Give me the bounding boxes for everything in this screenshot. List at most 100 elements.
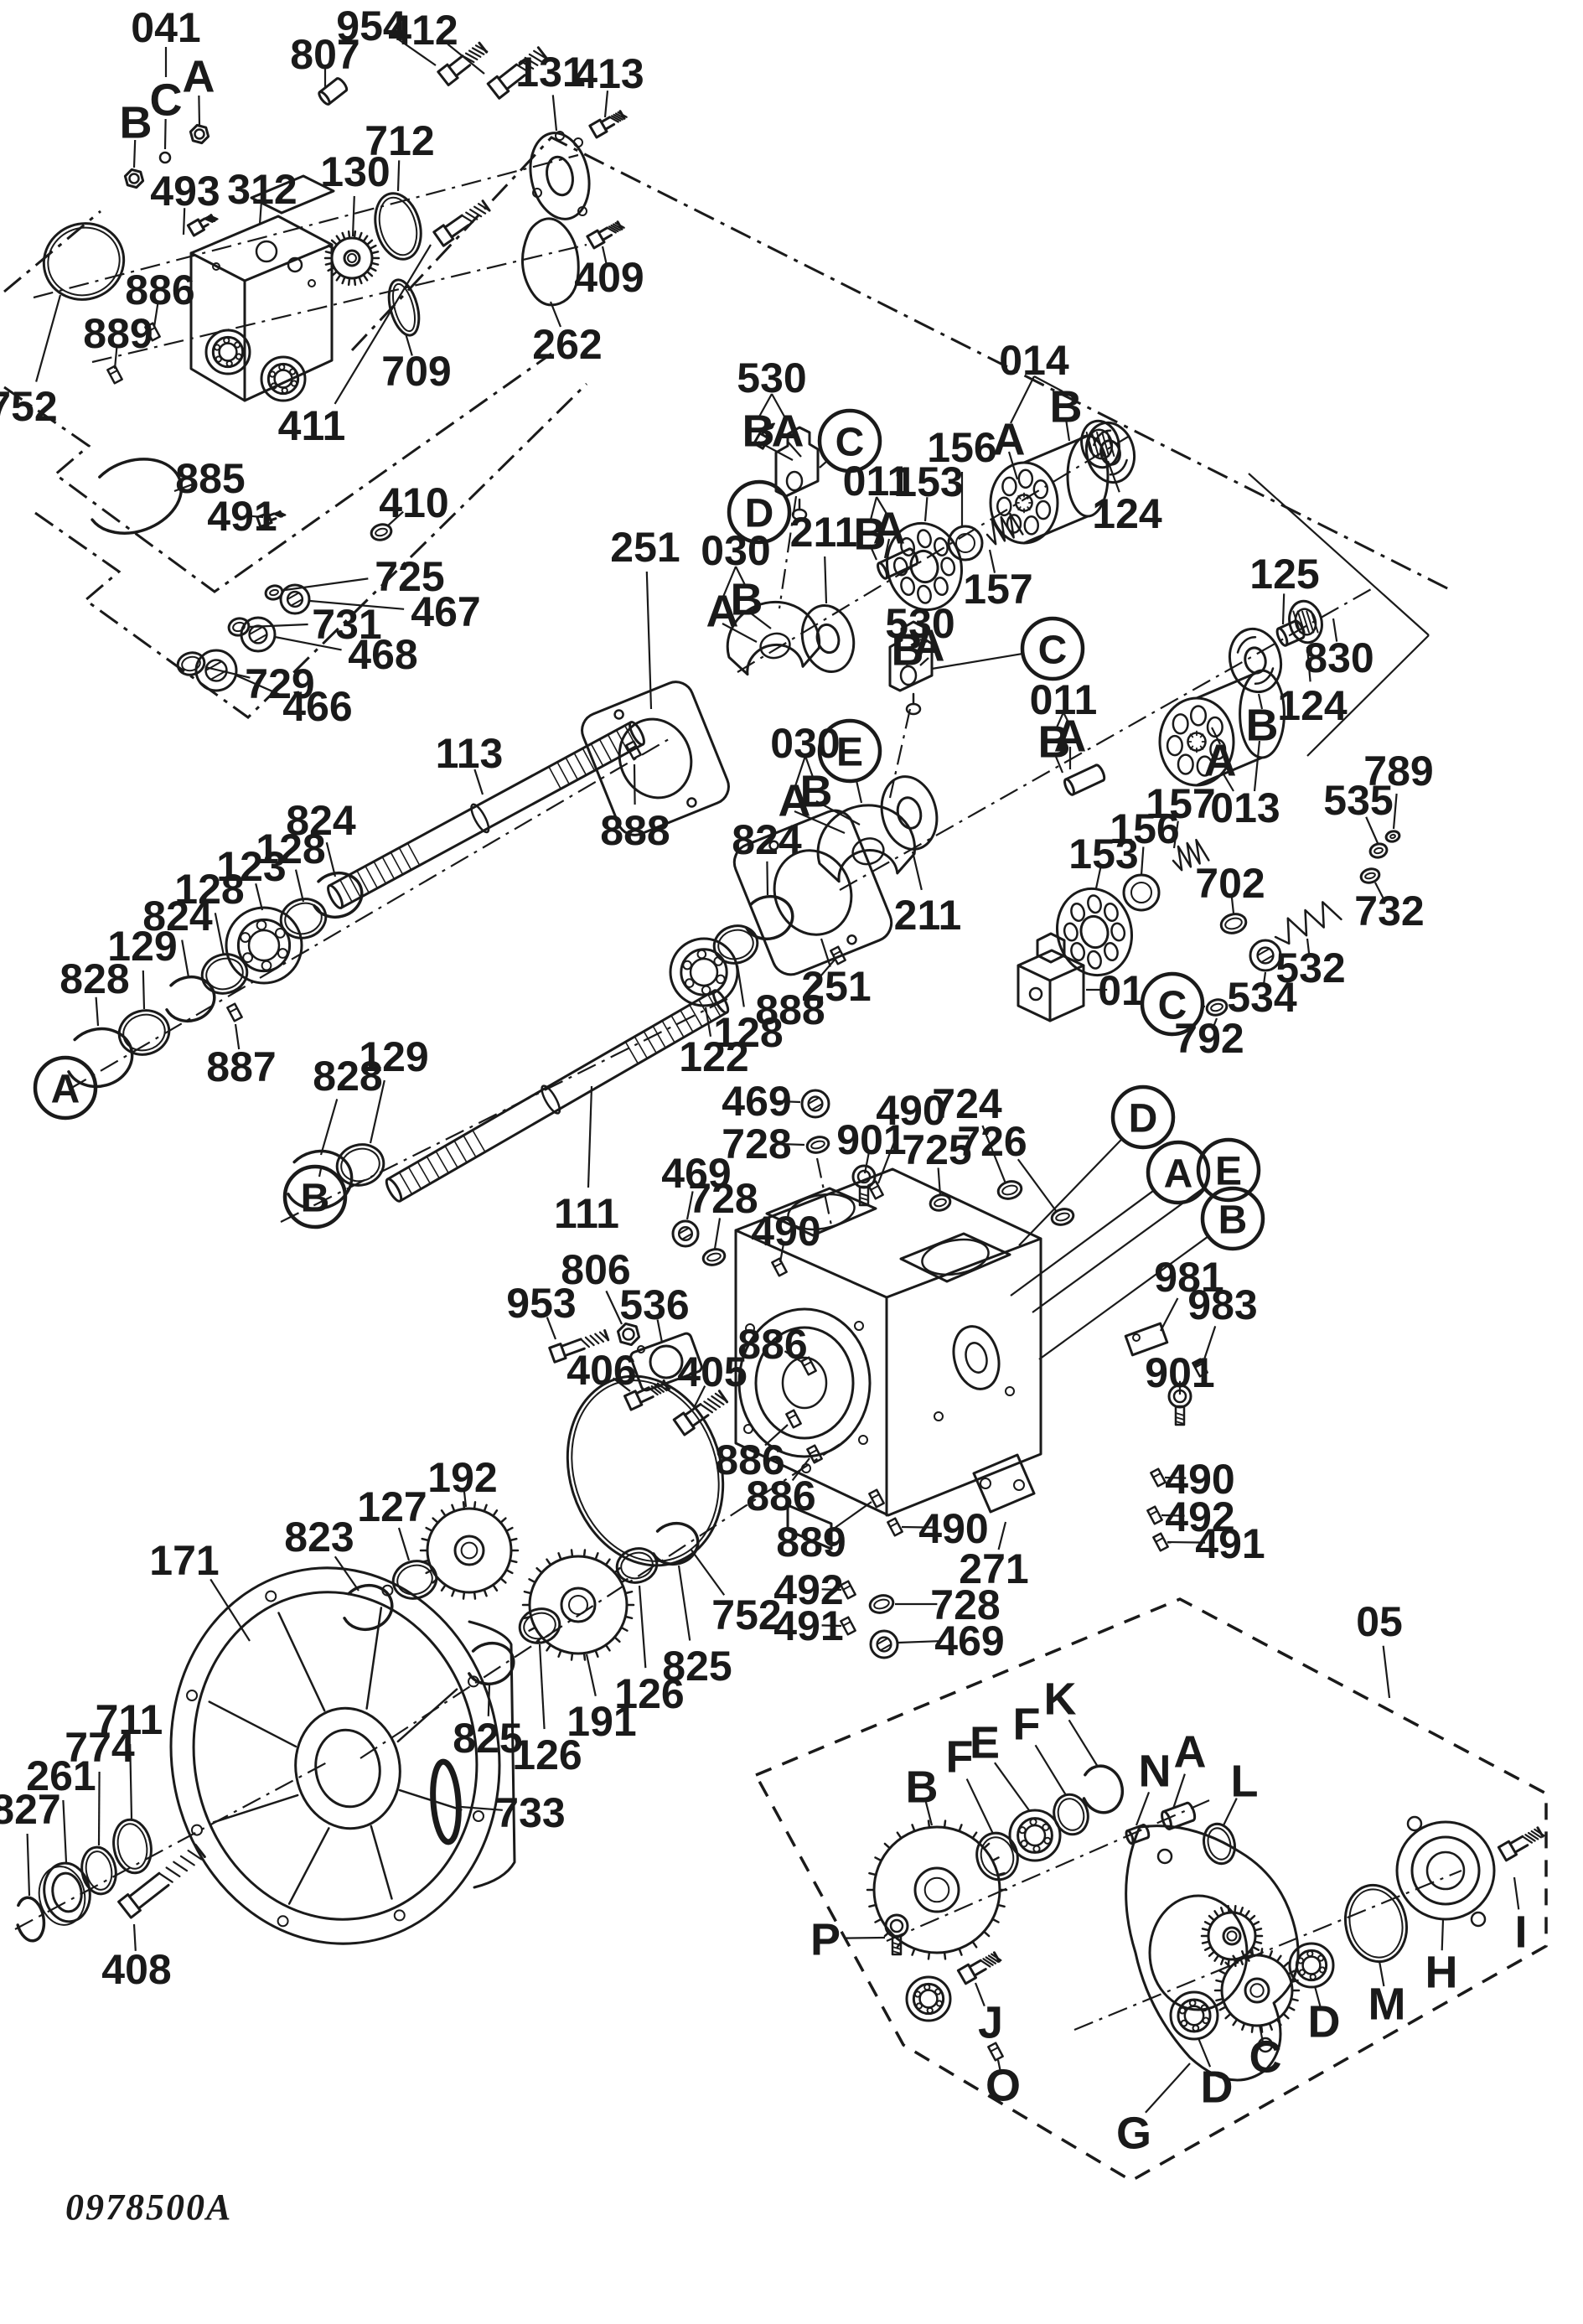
leader-line — [633, 763, 636, 805]
leader-line — [386, 510, 404, 527]
dowel-pin-shape — [106, 365, 123, 385]
part-label: 123 — [216, 843, 286, 890]
leader-line — [1033, 375, 1063, 392]
part-label: 127 — [357, 1483, 427, 1530]
part-label: 725 — [375, 553, 444, 600]
callout-circle — [1146, 1140, 1211, 1205]
callout-circle — [817, 408, 882, 474]
part-label: 889 — [776, 1519, 846, 1566]
part-label: 885 — [175, 455, 245, 502]
splined-shaft-shape — [327, 721, 645, 909]
leader-line — [1053, 752, 1064, 774]
part-label: 490 — [918, 1505, 988, 1552]
leader-line — [656, 1319, 664, 1343]
leader-line — [1253, 740, 1261, 792]
leader-line — [1230, 894, 1235, 914]
leader-line — [280, 998, 728, 1223]
part-label: 886 — [125, 267, 194, 313]
part-label: 113 — [436, 730, 504, 777]
part-label: 030 — [701, 527, 770, 574]
part-label: 824 — [142, 893, 213, 939]
ball-bearing-shape — [669, 937, 739, 1007]
callout-circle — [1140, 971, 1205, 1037]
part-label: 823 — [284, 1514, 354, 1561]
leader-line — [210, 1578, 251, 1642]
leader-line — [824, 556, 828, 604]
o-ring-shape — [1050, 1208, 1075, 1226]
leader-line — [1073, 1869, 1462, 2032]
end-cover-H — [1395, 1815, 1496, 1928]
leader-line — [821, 1588, 842, 1592]
leader-line — [1068, 1719, 1099, 1768]
part-label: H — [1425, 1947, 1458, 1997]
leader-line — [204, 665, 251, 679]
leader-line — [153, 303, 159, 328]
part-label: 251 — [610, 524, 680, 571]
spring-shape — [985, 512, 1024, 546]
ball-shape — [158, 151, 172, 164]
part-label: 724 — [932, 1080, 1002, 1127]
leader-line — [868, 544, 878, 561]
leader-line — [905, 661, 909, 668]
o-ring-shape — [1359, 867, 1381, 884]
o-ring-shape — [805, 1136, 830, 1154]
o-ring-shape — [929, 1193, 952, 1212]
plug-shape — [800, 1089, 830, 1119]
leader-line — [585, 1654, 597, 1696]
leader-line — [546, 1317, 557, 1340]
part-label: 886 — [746, 1473, 815, 1519]
gear-shape — [419, 1501, 520, 1600]
leader-line — [360, 1439, 847, 1759]
part-label: 156 — [927, 424, 996, 471]
leader-line — [334, 1555, 360, 1592]
leader-line — [1017, 1158, 1058, 1213]
leader-line — [132, 139, 137, 168]
thick-ring-733 — [430, 1758, 462, 1845]
leader-line — [638, 1585, 647, 1669]
leader-line — [704, 1007, 712, 1037]
snap-ring-shape — [649, 1521, 700, 1566]
leader-line — [722, 566, 737, 598]
leader-line — [587, 1085, 593, 1188]
leader-line — [677, 1565, 691, 1641]
callout-circle — [817, 718, 882, 784]
part-label: 534 — [1227, 974, 1297, 1021]
leader-line — [132, 1923, 137, 1951]
part-label: 954 — [336, 3, 406, 49]
drawing-number: 0978500A — [65, 2187, 232, 2228]
leader-line — [1211, 1017, 1218, 1031]
bolt-shape — [437, 41, 489, 86]
bolt-shape — [117, 1843, 206, 1919]
dowel-pin-shape — [868, 1488, 885, 1509]
leader-line — [815, 1157, 833, 1226]
o-ring-shape — [1384, 830, 1401, 843]
part-label: 825 — [453, 1715, 522, 1762]
side-plate-271 — [972, 1453, 1036, 1514]
leader-line — [804, 755, 815, 780]
leader-line — [163, 118, 167, 150]
part-label: 889 — [83, 310, 153, 357]
callout-letter: A — [51, 1067, 80, 1111]
leader-line — [397, 1527, 411, 1561]
valve-plate-131 — [529, 131, 591, 220]
part-label: 153 — [893, 458, 963, 505]
eye-bolt-shape — [884, 1913, 909, 1956]
part-label: 011 — [843, 458, 911, 505]
o-ring-shape — [1205, 998, 1229, 1017]
leader-line — [855, 779, 863, 804]
part-label: 124 — [1092, 490, 1162, 537]
leader-line — [807, 958, 836, 991]
part-label: 013 — [1210, 784, 1280, 831]
leader-line — [95, 996, 100, 1027]
leader-line — [325, 841, 337, 877]
o-ring-shape — [1344, 1883, 1408, 1964]
leader-line — [463, 1488, 468, 1508]
leader-line — [1382, 1645, 1391, 1699]
shim-plate-981 — [1124, 1322, 1169, 1357]
bolt-shape — [956, 1951, 1002, 1985]
part-label: 490 — [1165, 1456, 1234, 1503]
leader-line — [1306, 646, 1311, 682]
part-label: 725 — [902, 1126, 971, 1173]
part-label: I — [1514, 1907, 1527, 1957]
